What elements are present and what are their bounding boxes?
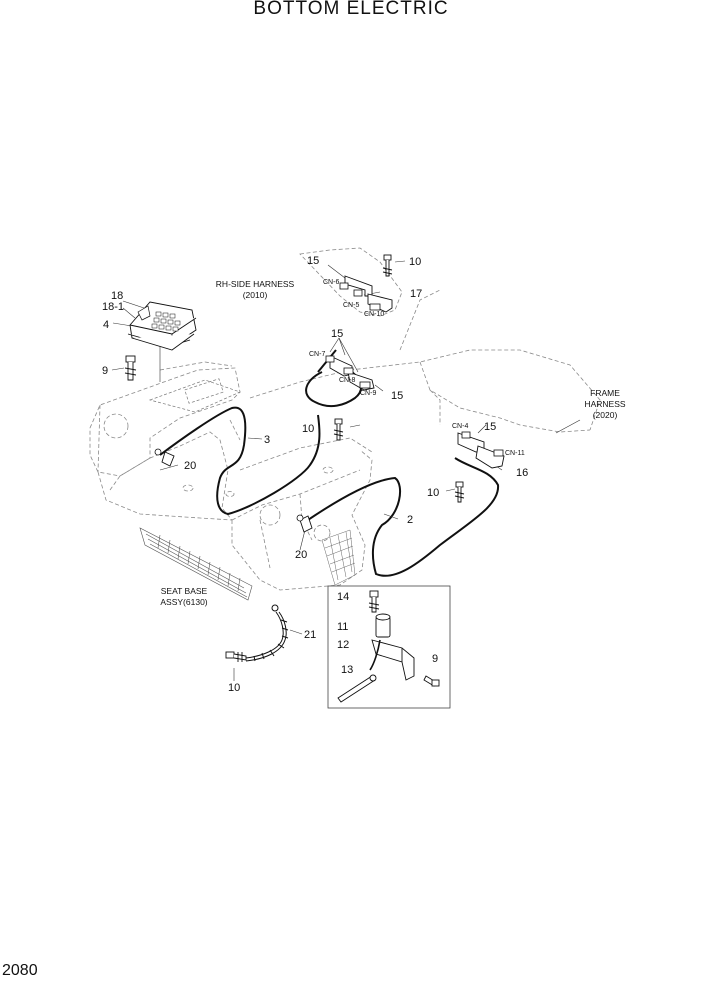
keypad-panel (148, 378, 241, 413)
label-cn-8: CN-8 (339, 377, 355, 384)
callout-numbers: 18 18-1 4 9 20 3 15 10 17 15 15 10 15 16… (102, 255, 528, 694)
lower-mesh-panel (321, 529, 356, 586)
callout-14: 14 (337, 591, 349, 603)
inset-parts (337, 590, 440, 703)
callout-2: 2 (407, 514, 413, 526)
switch-box-4 (127, 301, 197, 351)
note-rh-side-harness-line1: RH-SIDE HARNESS (216, 279, 295, 289)
connector-labels: CN-6 CN-5 CN-10 CN-7 CN-8 CN-9 CN-4 CN-1… (309, 279, 525, 457)
callout-13: 13 (341, 664, 353, 676)
callout-20-upper: 20 (184, 460, 196, 472)
callout-9-left: 9 (102, 365, 108, 377)
callout-11: 11 (337, 621, 348, 633)
callout-20-lower: 20 (295, 549, 307, 561)
label-cn-9: CN-9 (360, 390, 376, 397)
callout-10-right: 10 (427, 487, 439, 499)
page-number: 2080 (2, 962, 38, 979)
note-rh-side-harness-line2: (2010) (243, 290, 268, 300)
note-seat-base-line1: SEAT BASE (161, 586, 208, 596)
callout-18-1: 18-1 (102, 301, 124, 313)
callout-15-mid-right: 15 (391, 390, 403, 402)
bolt-10 (225, 254, 465, 662)
callout-12: 12 (337, 639, 349, 651)
wire-connector-plug (154, 448, 304, 522)
label-cn-11: CN-11 (505, 450, 525, 457)
bolt-9 (124, 355, 137, 381)
callout-15-right: 15 (484, 421, 496, 433)
label-cn-10: CN-10 (364, 311, 384, 318)
page-title: BOTTOM ELECTRIC (253, 0, 449, 19)
callout-10-bottom: 10 (228, 682, 240, 694)
callout-15-top: 15 (307, 255, 319, 267)
cable-21 (245, 604, 289, 662)
seat-base-grille (139, 527, 253, 601)
label-cn-4: CN-4 (452, 423, 468, 430)
callout-17: 17 (410, 288, 422, 300)
callout-15-mid: 15 (331, 328, 343, 340)
connector-bodies (325, 282, 504, 457)
callout-10-top: 10 (409, 256, 421, 268)
reference-notes: RH-SIDE HARNESS (2010) FRAME HARNESS (20… (160, 279, 626, 607)
inset-box (327, 585, 451, 709)
callout-18: 18 (111, 290, 123, 302)
note-frame-harness-line2: HARNESS (584, 399, 625, 409)
callout-16: 16 (516, 467, 528, 479)
callout-21: 21 (304, 629, 316, 641)
note-frame-harness-line1: FRAME (590, 388, 620, 398)
note-frame-harness-line3: (2020) (593, 410, 618, 420)
callout-4: 4 (103, 319, 109, 331)
callout-3: 3 (264, 434, 270, 446)
wire-harness-3 (159, 406, 321, 516)
label-cn-5: CN-5 (343, 302, 359, 309)
label-cn-6: CN-6 (323, 279, 339, 286)
callout-9-inset: 9 (432, 653, 438, 665)
machine-body-outline (89, 247, 601, 591)
callout-10-mid: 10 (302, 423, 314, 435)
cable-clamp-20 (161, 451, 313, 533)
wire-harness-2 (304, 457, 500, 577)
note-seat-base-line2: ASSY(6130) (160, 597, 207, 607)
label-cn-7: CN-7 (309, 351, 325, 358)
